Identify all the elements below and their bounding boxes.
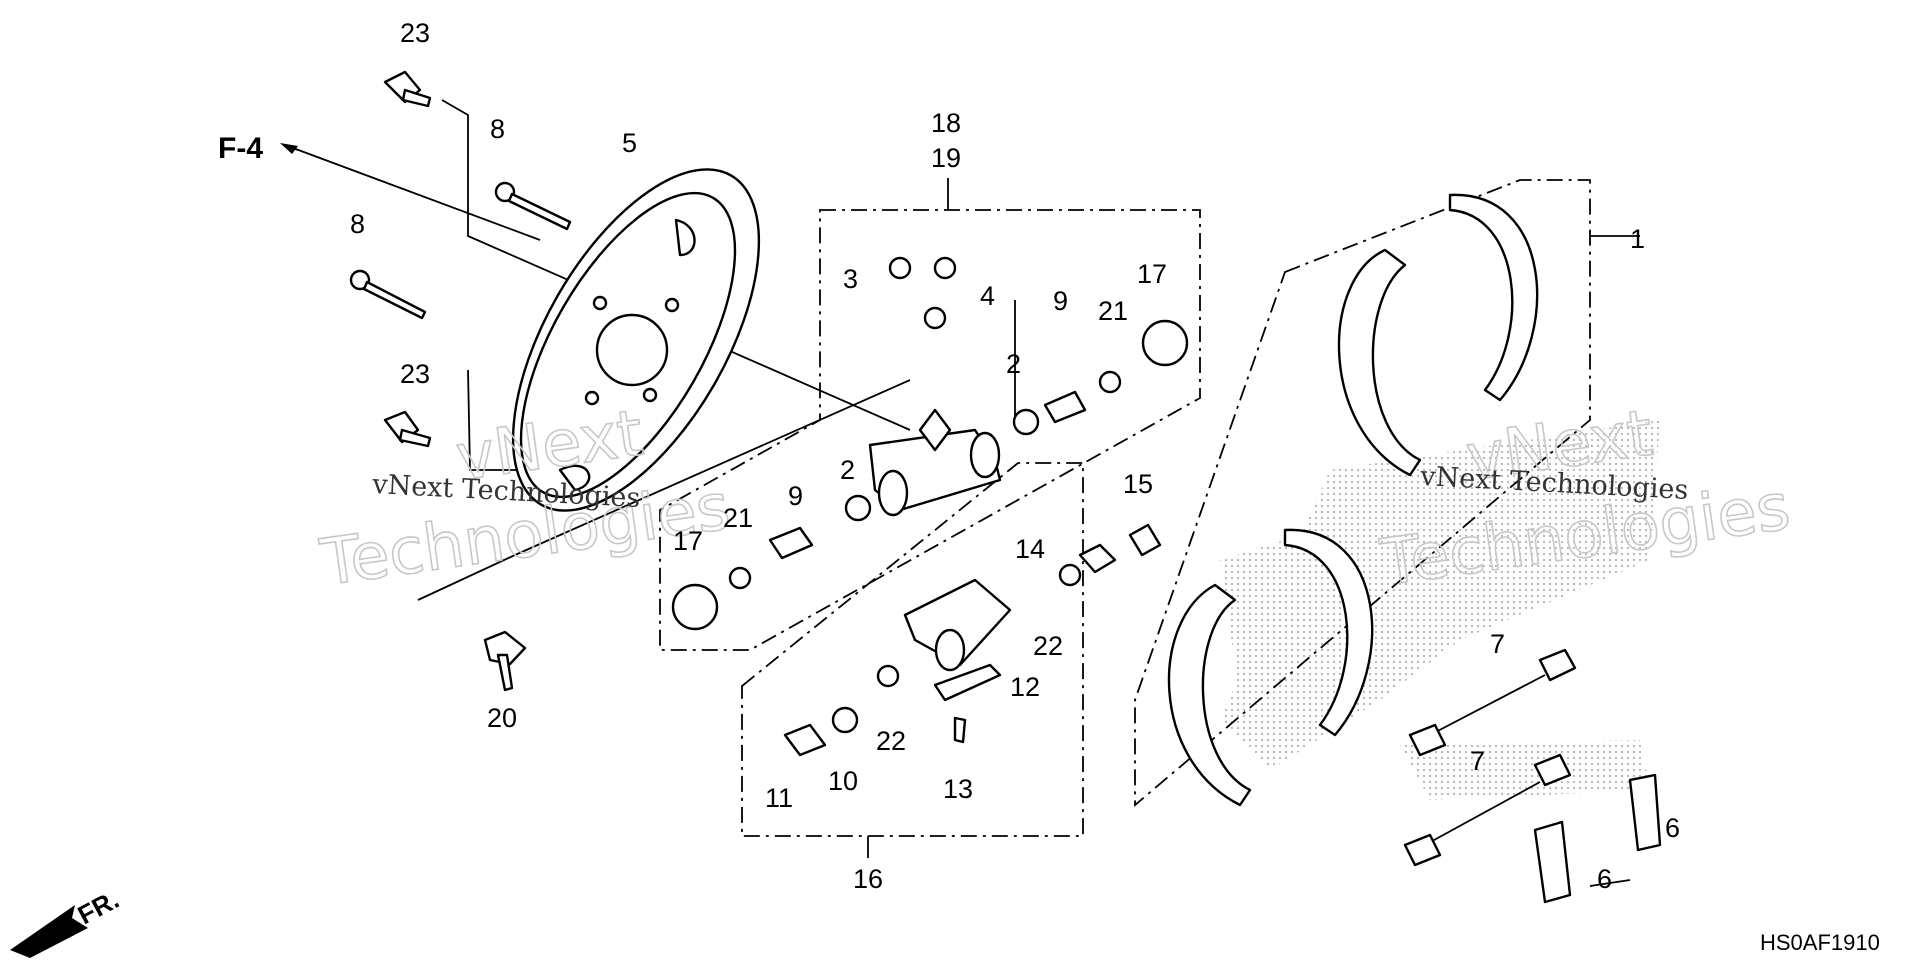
group-frames: [659, 179, 1591, 837]
callout-2-lower: 2: [840, 455, 855, 485]
callout-23-left: 23: [400, 359, 430, 389]
callout-16: 16: [853, 864, 883, 894]
callout-8-top: 8: [490, 114, 505, 144]
callout-11: 11: [765, 783, 793, 813]
clip-6-right: [1628, 773, 1662, 852]
brake-shoe-lower: [1167, 528, 1374, 807]
callout-7-upper: 7: [1490, 629, 1505, 659]
callout-9-lower: 9: [788, 481, 803, 511]
wheel-cylinder-upper: [671, 256, 1189, 631]
callout-1: 1: [1630, 224, 1645, 254]
callout-21-lower: 21: [723, 503, 753, 533]
callout-7-lower: 7: [1470, 746, 1485, 776]
callout-14: 14: [1015, 534, 1045, 564]
drawing-code: HS0AF1910: [1760, 930, 1880, 955]
brake-shoe-upper: [1337, 193, 1539, 477]
front-arrow: FR.: [10, 884, 124, 958]
bolt-23-left: [383, 410, 432, 448]
callout-2-upper: 2: [1006, 349, 1021, 379]
callout-13: 13: [943, 774, 973, 804]
reference-label: F-4: [218, 132, 263, 165]
callout-8-left: 8: [350, 209, 365, 239]
callout-4: 4: [980, 281, 995, 311]
callout-6-left: 6: [1597, 864, 1612, 894]
callout-10: 10: [828, 766, 858, 796]
bolt-20: [483, 630, 527, 692]
callout-18: 18: [931, 108, 961, 138]
callout-5: 5: [622, 128, 637, 158]
callout-21-upper: 21: [1098, 296, 1128, 326]
callout-17-lower: 17: [673, 526, 703, 556]
callout-20: 20: [487, 703, 517, 733]
backing-plate: [511, 168, 761, 512]
callout-22-right: 22: [1033, 631, 1063, 661]
callout-23-top: 23: [400, 18, 430, 48]
callout-22-left: 22: [876, 726, 906, 756]
pin-8-left: [349, 269, 427, 320]
pin-8-top: [494, 181, 572, 231]
reference-arrow: F-4: [218, 132, 299, 165]
wheel-cylinder-lower: [783, 523, 1162, 757]
callout-19: 19: [931, 143, 961, 173]
callouts: 1 2 2 3 4 5 6 6 7 7 8 8 9 9 10 11 12 13 …: [350, 18, 1680, 894]
clip-6-left: [1533, 820, 1572, 904]
spring-7-upper: [1408, 648, 1577, 757]
callout-3: 3: [843, 264, 858, 294]
callout-9-upper: 9: [1053, 286, 1068, 316]
bolt-23-top: [383, 70, 432, 108]
callout-6-right: 6: [1665, 813, 1680, 843]
callout-17-upper: 17: [1137, 259, 1167, 289]
callout-15: 15: [1123, 469, 1153, 499]
callout-12: 12: [1010, 672, 1040, 702]
spring-7-lower: [1403, 753, 1572, 867]
